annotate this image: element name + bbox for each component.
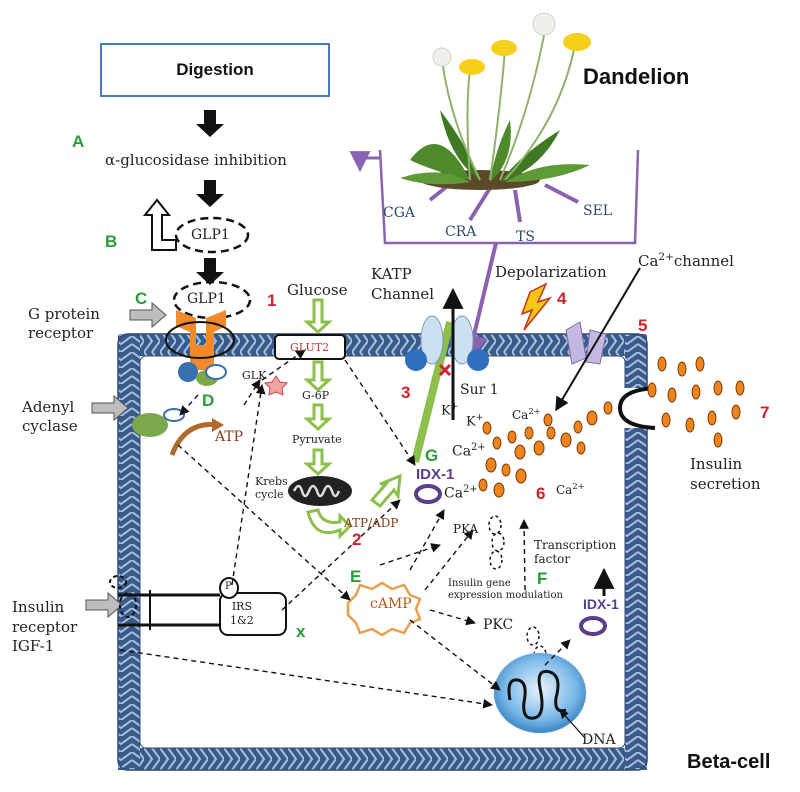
letter-b: B bbox=[105, 232, 118, 251]
glucose-label: Glucose bbox=[287, 281, 348, 299]
ca-6-label: Ca2+ bbox=[556, 481, 585, 497]
glycolysis-arrows bbox=[303, 298, 402, 540]
ca-top-label: Ca2+ bbox=[512, 406, 541, 422]
insulin-secretion-label: Insulin secretion bbox=[690, 455, 761, 493]
k-plus-2: K+ bbox=[466, 413, 484, 430]
insulin-receptor-label: Insulin receptor IGF-1 bbox=[12, 598, 78, 655]
pyruvate-label: Pyruvate bbox=[292, 433, 342, 446]
compound-ts: TS bbox=[516, 229, 535, 245]
idx1-label-a: IDX-1 bbox=[416, 466, 455, 483]
digestion-arrows bbox=[142, 110, 224, 285]
letter-f: F bbox=[537, 569, 548, 588]
dna-pointer bbox=[559, 709, 586, 739]
katp-signal-bar bbox=[411, 321, 454, 463]
cell-membrane bbox=[117, 333, 648, 771]
number-7: 7 bbox=[760, 403, 770, 422]
number-3: 3 bbox=[401, 383, 411, 402]
grey-arrows bbox=[85, 301, 167, 619]
glp1-label: GLP1 bbox=[191, 227, 230, 243]
pkc-label: PKC bbox=[483, 617, 514, 633]
letter-c: C bbox=[135, 289, 148, 308]
ca-mid-label: Ca2+ bbox=[452, 442, 486, 460]
number-1: 1 bbox=[267, 291, 277, 310]
depolarization-label: Depolarization bbox=[495, 263, 607, 281]
idx1-label-b: IDX-1 bbox=[583, 596, 619, 612]
secretion-pore bbox=[617, 386, 656, 430]
ca-channel-pointer bbox=[555, 267, 641, 412]
letter-a: A bbox=[72, 132, 85, 151]
pka-label: PKA bbox=[453, 522, 479, 536]
mitochondria-icon bbox=[288, 476, 352, 506]
glut2-box bbox=[274, 334, 346, 360]
alpha-glucosidase-label: α-glucosidase inhibition bbox=[105, 151, 287, 169]
number-6: 6 bbox=[536, 484, 546, 503]
k-plus-1: K+ bbox=[441, 402, 459, 419]
letter-g: G bbox=[425, 446, 439, 465]
g-protein-receptor-label: G protein receptor bbox=[28, 305, 100, 342]
g-protein-receptor-icon bbox=[165, 310, 235, 386]
lightning-bolt-icon bbox=[520, 282, 553, 331]
digestion-box: Digestion bbox=[100, 43, 330, 97]
dashed-arrows bbox=[119, 349, 571, 709]
letter-x: x bbox=[296, 622, 306, 641]
compound-sel: SEL bbox=[583, 203, 613, 219]
katp-label: KATP Channel bbox=[371, 265, 435, 303]
idx1-ring-b bbox=[579, 616, 607, 636]
glp1-ellipse bbox=[174, 216, 250, 254]
dna-label: DNA bbox=[582, 732, 616, 748]
compound-cra: CRA bbox=[445, 224, 477, 240]
glp1-receptor-label: GLP1 bbox=[187, 291, 226, 307]
title: Dandelion bbox=[583, 64, 690, 89]
adenyl-cyclase-label: Adenyl cyclase bbox=[22, 398, 78, 435]
atp-adp-label: ATP/ADP bbox=[344, 516, 399, 530]
compound-cga: CGA bbox=[383, 205, 416, 221]
dandelion-plant-icon bbox=[400, 12, 591, 190]
glut2-label: GLUT2 bbox=[290, 341, 330, 354]
krebs-label: Krebs cycle bbox=[255, 475, 288, 501]
calcium-channel-icon bbox=[565, 321, 607, 365]
insulin-gene-label: Insulin gene expression modulation bbox=[448, 578, 563, 601]
sur1-label: Sur 1 bbox=[460, 382, 499, 398]
irs-label: IRS 1&2 bbox=[230, 600, 254, 628]
insulin-granules bbox=[478, 356, 745, 498]
glk-star-icon bbox=[263, 375, 289, 396]
adenyl-cyclase-icon bbox=[132, 408, 224, 456]
idx1-ring-a bbox=[414, 484, 442, 504]
katp-channel-icon bbox=[405, 287, 489, 420]
letter-e: E bbox=[350, 567, 362, 586]
g6p-label: G-6P bbox=[302, 389, 330, 402]
camp-label: cAMP bbox=[370, 596, 412, 612]
nucleus-icon bbox=[493, 652, 587, 734]
camp-burst-icon bbox=[346, 581, 422, 637]
transcription-label: Transcription factor bbox=[534, 538, 617, 567]
number-4: 4 bbox=[557, 289, 567, 308]
cell-label: Beta-cell bbox=[687, 751, 771, 773]
number-2: 2 bbox=[352, 530, 362, 549]
number-5: 5 bbox=[638, 316, 648, 335]
glk-label: GLK bbox=[242, 369, 267, 382]
letter-d: D bbox=[202, 391, 215, 410]
insulin-receptor-icon bbox=[109, 575, 287, 636]
ca-idx-label: Ca2+ bbox=[444, 484, 478, 502]
ca-channel-label: Ca2+channel bbox=[638, 251, 734, 270]
p-label: P bbox=[225, 581, 232, 592]
atp-label: ATP bbox=[215, 429, 244, 445]
